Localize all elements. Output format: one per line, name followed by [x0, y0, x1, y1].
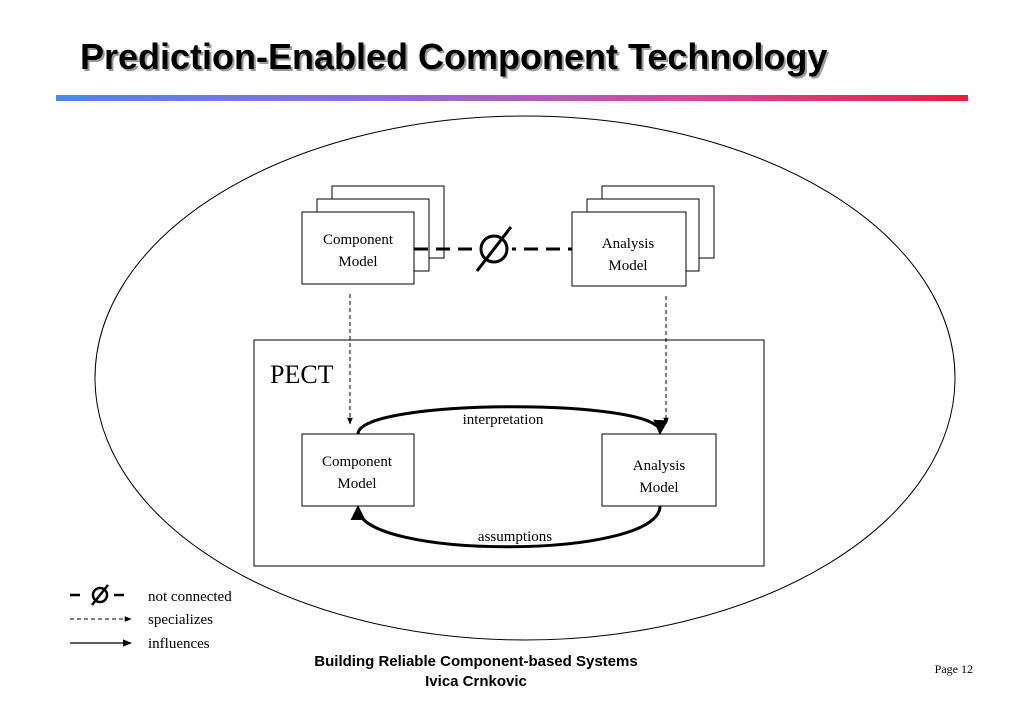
legend-not-connected-icon [70, 584, 124, 606]
outer-ellipse [94, 115, 956, 641]
legend: not connected specializes influences [70, 584, 232, 652]
top-component-model-label-1: Component [323, 232, 394, 248]
pect-label: PECT [270, 360, 334, 389]
top-analysis-model-stack: Analysis Model [571, 185, 715, 287]
legend-influences-label: influences [148, 636, 210, 652]
footer-line-1: Building Reliable Component-based System… [314, 653, 638, 670]
pect-box [253, 339, 765, 567]
page-number: Page 12 [934, 662, 973, 676]
inner-component-model-label-1: Component [322, 454, 393, 470]
top-analysis-model-label-2: Model [608, 258, 647, 274]
top-component-model-box [301, 211, 415, 285]
top-component-model-label-2: Model [338, 254, 377, 270]
legend-not-connected-label: not connected [148, 589, 232, 605]
assumptions-label: assumptions [478, 529, 552, 545]
inner-analysis-model-box [601, 433, 717, 507]
slide-title: Prediction-Enabled Component Technology [80, 36, 828, 77]
footer: Building Reliable Component-based System… [0, 652, 1023, 692]
assumptions-arrow [350, 505, 662, 549]
legend-specializes-label: specializes [148, 612, 213, 628]
inner-component-model-box [301, 433, 415, 507]
not-connected-connector [414, 226, 572, 272]
top-component-model-stack: Component Model [301, 185, 445, 285]
inner-analysis-model-label-2: Model [639, 480, 678, 496]
top-analysis-model-box [571, 211, 687, 287]
interpretation-arrow [356, 405, 669, 435]
inner-analysis-model-label-1: Analysis [633, 458, 686, 474]
inner-component-model-label-2: Model [337, 476, 376, 492]
footer-line-2: Ivica Crnkovic [425, 673, 527, 690]
title-gradient-bar [56, 95, 968, 101]
top-analysis-model-label-1: Analysis [602, 236, 655, 252]
interpretation-label: interpretation [463, 412, 544, 428]
